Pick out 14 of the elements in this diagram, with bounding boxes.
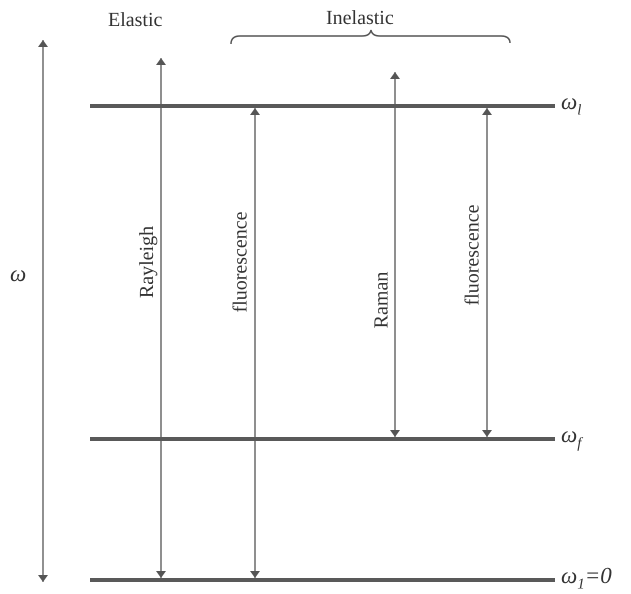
level-label: ω$_{l}$ [561,88,582,120]
edge-label: fluorescence [230,211,250,313]
transition-arrow [392,72,398,437]
edge-label: Raman [370,272,391,328]
level-label: ω$_{1}$=0 [561,562,612,594]
edge-label: fluorescence [462,204,482,306]
edge-label: Rayleigh [137,226,158,298]
level-label: ω$_{f}$ [561,421,582,453]
axis-label: ω [10,262,26,285]
group-label: Inelastic [326,8,394,28]
transition-arrow [158,58,164,578]
group-label: Elastic [108,10,162,30]
transition-arrow [484,108,490,437]
transition-arrow [252,108,258,578]
